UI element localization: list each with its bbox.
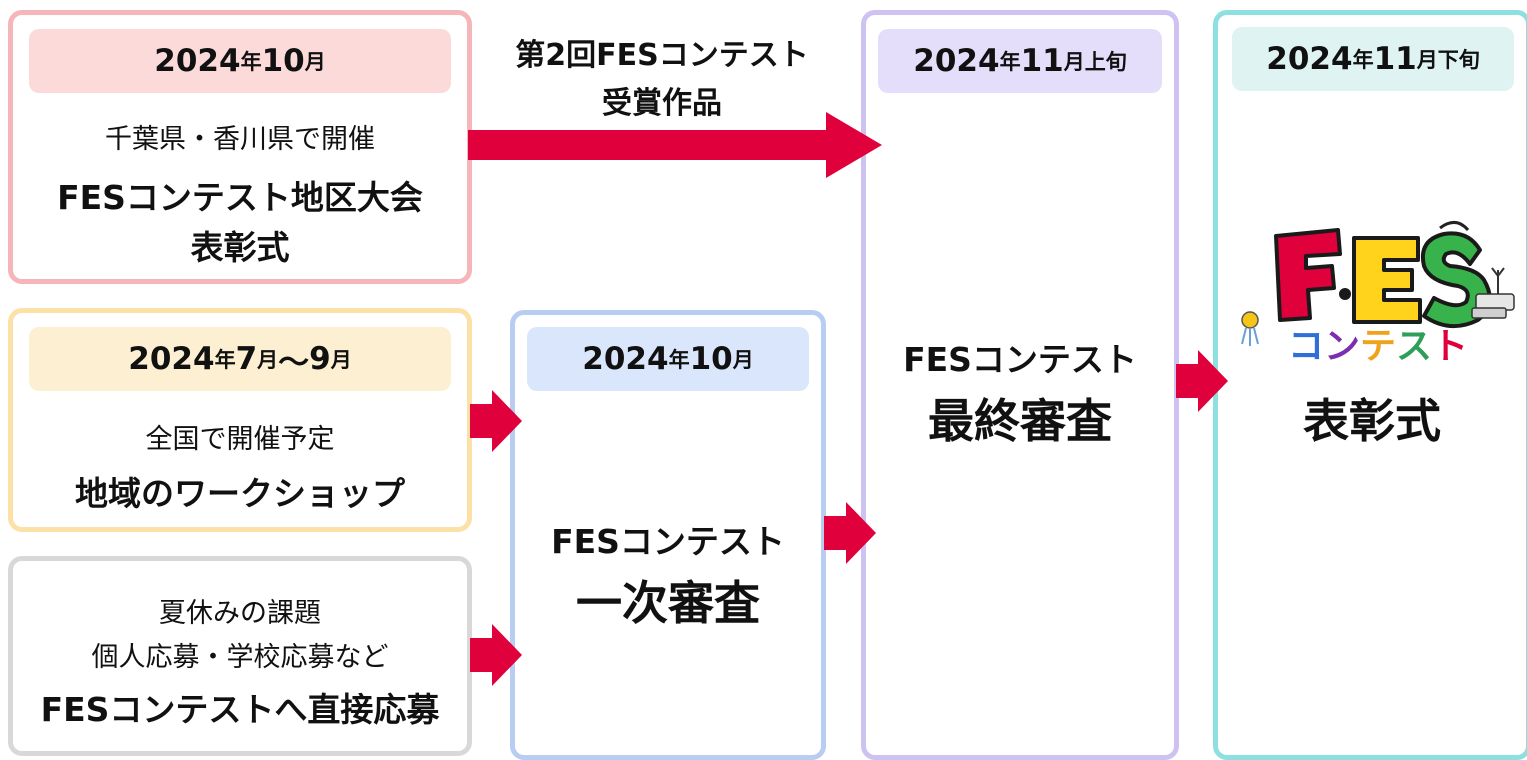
arrow-first-to-final	[824, 502, 876, 564]
regional-date-month: 10	[261, 43, 305, 79]
ceremony-date-month: 11	[1373, 41, 1417, 77]
final-review-contest-name: FESコンテスト	[903, 340, 1137, 379]
first-review-title: 一次審査	[576, 576, 760, 630]
fes-contest-logo: コンテスト	[1241, 221, 1515, 367]
workshop-date-sep: 年	[214, 348, 236, 372]
ceremony-title: 表彰式	[1303, 394, 1441, 448]
direct-line-summer: 夏休みの課題	[159, 598, 321, 629]
final-review-title: 最終審査	[928, 394, 1112, 448]
final-review-date-unit: 月上旬	[1063, 50, 1127, 74]
final-review-date-month: 11	[1020, 43, 1064, 79]
logo-letter-f	[1274, 228, 1342, 322]
arrow-final-to-ceremony	[1176, 350, 1228, 412]
first-review-contest-name: FESコンテスト	[551, 522, 785, 561]
workshop-date-unit-to: 月	[330, 348, 352, 372]
arrow-regional-to-final	[468, 112, 882, 178]
arrow-workshop-to-first	[470, 390, 522, 452]
workshop-date-tilde: ～	[278, 344, 310, 381]
medal-icon	[1241, 311, 1259, 346]
final-review-date-sep: 年	[999, 50, 1021, 74]
logo-letter-e	[1352, 236, 1422, 324]
arrow-label-award: 受賞作品	[602, 86, 722, 121]
logo-letter-s	[1421, 231, 1492, 328]
first-review-date-month: 10	[689, 341, 733, 377]
workshop-date-year: 2024	[128, 341, 215, 377]
regional-event-type: 表彰式	[190, 228, 290, 267]
direct-application-box: 夏休みの課題 個人応募・学校応募など FESコンテストへ直接応募	[8, 556, 472, 756]
trophy-figure-icon	[1471, 267, 1515, 319]
first-review-date-unit: 月	[732, 348, 754, 372]
ceremony-date-year: 2024	[1266, 41, 1353, 77]
workshop-date-unit-from: 月	[257, 348, 279, 372]
direct-line-apply: FESコンテストへ直接応募	[40, 690, 440, 729]
workshop-date-month-to: 9	[309, 341, 331, 377]
workshop-description: 全国で開催予定	[145, 424, 335, 455]
workshop-date-month-from: 7	[235, 341, 258, 377]
direct-line-entries: 個人応募・学校応募など	[91, 642, 389, 673]
regional-date-sep: 年	[240, 50, 262, 74]
first-review-date-year: 2024	[582, 341, 669, 377]
workshop-title: 地域のワークショップ	[75, 474, 405, 513]
logo-contest-text: コンテスト	[1288, 326, 1468, 367]
regional-event-name: FESコンテスト地区大会	[57, 178, 423, 217]
arrow-label-contest: 第2回FESコンテスト	[515, 38, 809, 73]
regional-location: 千葉県・香川県で開催	[105, 124, 375, 155]
final-review-date-year: 2024	[913, 43, 1000, 79]
arrow-direct-to-first	[470, 624, 522, 686]
ceremony-date-unit: 月下旬	[1416, 48, 1480, 72]
regional-date-year: 2024	[154, 43, 241, 79]
first-review-date-sep: 年	[668, 348, 690, 372]
ceremony-date-sep: 年	[1352, 48, 1374, 72]
regional-date-unit: 月	[304, 50, 326, 74]
